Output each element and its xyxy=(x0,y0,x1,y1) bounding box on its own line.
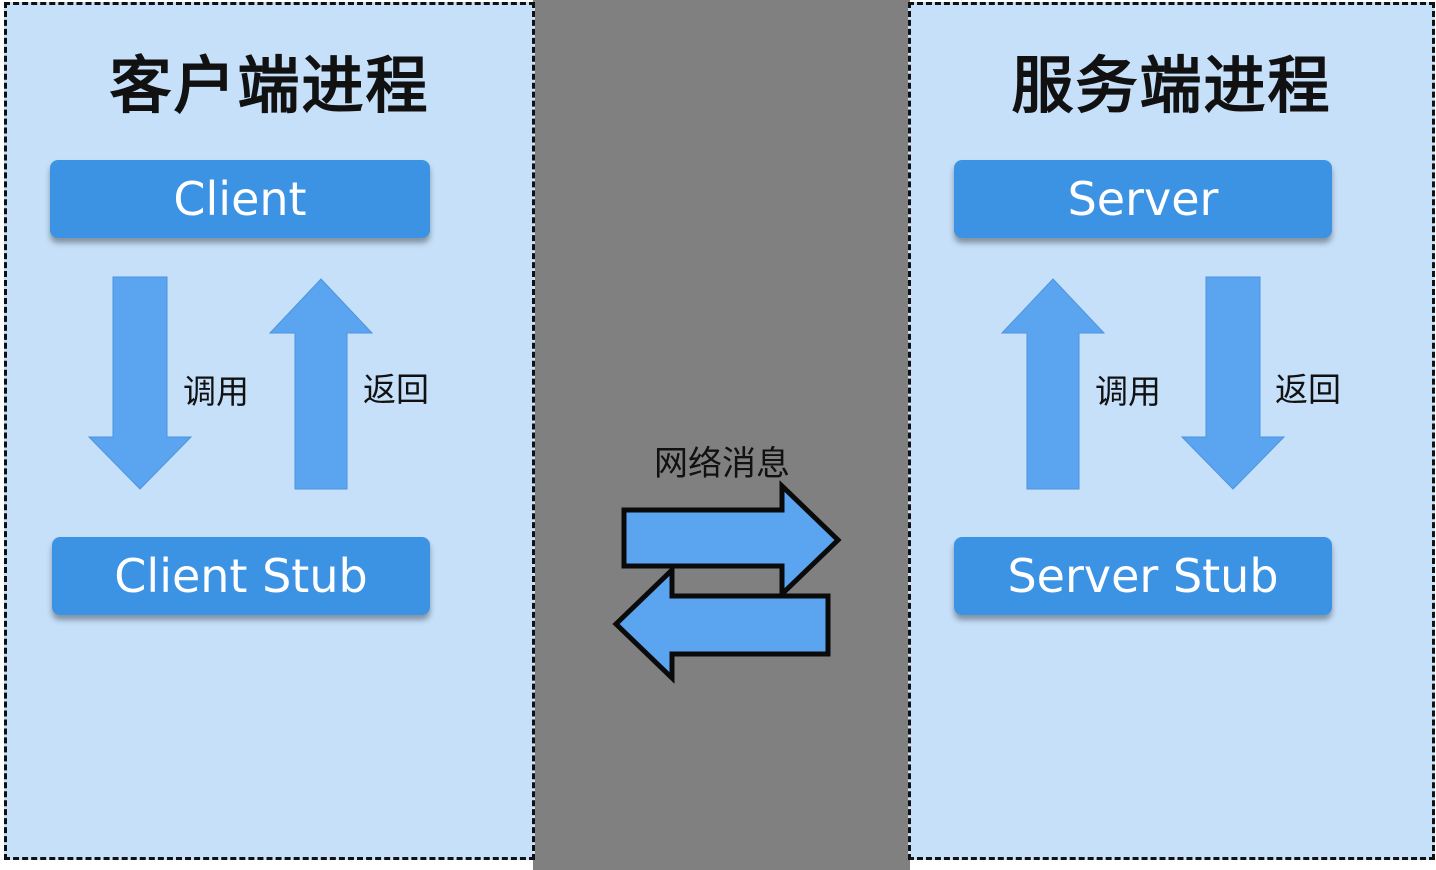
client-call-down-arrow xyxy=(87,276,193,490)
network-band xyxy=(533,0,910,870)
client-process-panel: 客户端进程 Client 调用 返回 Client Stub xyxy=(4,2,535,860)
server-process-panel: 服务端进程 Server 调用 返回 Server Stub xyxy=(908,2,1435,860)
network-message-label: 网络消息 xyxy=(654,444,790,484)
client-panel-title: 客户端进程 xyxy=(109,49,430,122)
client-box-label: Client xyxy=(173,172,307,226)
server-stub-label: Server Stub xyxy=(1007,549,1279,603)
server-panel-title: 服务端进程 xyxy=(1011,49,1332,122)
network-exchange-arrows xyxy=(612,480,842,684)
client-stub-label: Client Stub xyxy=(114,549,368,603)
client-stub-box: Client Stub xyxy=(52,537,430,615)
client-call-label: 调用 xyxy=(183,372,249,411)
client-box: Client xyxy=(50,160,430,238)
server-box-label: Server xyxy=(1067,172,1219,226)
server-return-down-arrow xyxy=(1180,276,1286,490)
server-return-label: 返回 xyxy=(1275,370,1341,409)
server-call-up-arrow xyxy=(1000,278,1106,490)
client-return-label: 返回 xyxy=(363,370,429,409)
client-return-up-arrow xyxy=(268,278,374,490)
server-box: Server xyxy=(954,160,1332,238)
server-call-label: 调用 xyxy=(1095,372,1161,411)
server-stub-box: Server Stub xyxy=(954,537,1332,615)
right-arrow-icon xyxy=(621,480,842,600)
left-arrow-icon xyxy=(612,564,831,684)
